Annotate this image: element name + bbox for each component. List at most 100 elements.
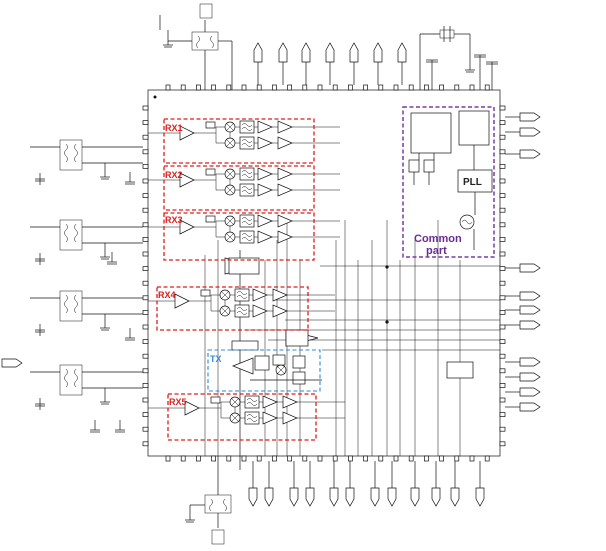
common-part-region [402,106,495,258]
register-block [410,112,452,154]
connector-arrow [475,487,485,507]
common-part-blocks [408,110,493,250]
bottom-pin [226,455,232,462]
bottom-pin [241,455,247,462]
bottom-pin [363,455,368,462]
left-pin [142,353,149,359]
bottom-pin [196,455,201,462]
common-part-label-line1: Common [414,233,462,245]
top-pin [180,84,186,91]
connector-arrow [519,291,541,301]
right-logic-blocks [224,257,474,379]
connector-arrow [253,42,263,63]
right-pin [499,426,506,432]
top-pin [302,84,308,91]
tx-label: TX [210,354,222,364]
connector-arrow [519,127,541,137]
bottom-pin [256,455,262,462]
rx4-label: RX4 [158,290,176,300]
right-pin [499,134,506,140]
left-pin [142,134,149,140]
top-pin [196,84,201,91]
filter-icon [239,214,255,228]
filter-icon [239,120,255,134]
pll-label: PLL [463,177,482,188]
connector-arrow [1,358,23,368]
top-pin [484,84,490,91]
control-block [205,121,216,129]
left-pin [142,105,149,111]
rx3-region [163,212,315,261]
right-pin [499,412,506,417]
top-pin [165,84,171,91]
connector-arrow [431,487,441,507]
transformer-coil [59,364,83,396]
connector-arrow [329,487,339,507]
left-pin [142,412,149,417]
control-block [205,168,216,176]
connector-arrow [278,42,288,63]
left-pin [142,339,149,344]
connector-arrow [387,487,397,507]
connector-arrow [305,487,315,507]
connector-arrow [450,487,460,507]
bottom-pin [439,455,444,462]
top-connectors [253,42,407,85]
control-block [200,289,211,297]
top-pin [439,84,444,91]
rx1-region [163,118,315,164]
top-pin [424,84,429,91]
rx2-label: RX2 [165,170,183,180]
left-pin [142,237,149,242]
left-pin [142,149,149,155]
bottom-pin [378,455,384,462]
right-pin [499,339,506,344]
left-pin [142,251,149,257]
rx4-region [156,286,309,331]
transformer-coil [59,139,83,171]
left-pin [142,426,149,432]
right-pin [499,178,506,184]
connector-arrow [373,42,383,63]
bottom-pin [317,455,323,462]
right-pin [499,397,506,403]
connector-arrow [519,263,541,273]
amp-detector-block [231,340,259,351]
connector-arrow [410,487,420,507]
top-transformer [159,3,233,90]
crystal-buffer-block [458,110,490,146]
right-pin [499,310,506,315]
top-pin [211,84,216,91]
bottom-pin [348,455,353,462]
right-pins [499,105,506,447]
left-pin [142,324,149,330]
right-pin [499,353,506,359]
bottom-pin [211,455,216,462]
filter-icon [239,136,255,150]
left-pins [142,105,149,447]
left-pin [142,266,149,271]
bottom-connectors [248,461,485,507]
top-pin [408,84,414,91]
rx1-label: RX1 [165,123,183,133]
connector-arrow [519,320,541,330]
right-pin [499,237,506,242]
spi-interface-block [446,361,474,379]
junction-dot [385,320,389,324]
left-pin [142,120,149,125]
top-pin [287,84,292,91]
bottom-pin [393,455,399,462]
connector-arrow [519,112,541,122]
right-pin [499,207,506,213]
tx-blocks [231,340,322,385]
ldo-block-1 [408,159,420,173]
bottom-pins [165,455,490,462]
transformer-coil [59,219,83,251]
connector-arrow [264,487,274,507]
bottom-pin [469,455,475,462]
top-pin [393,84,399,91]
filter-icon [234,288,250,302]
right-pin [499,164,506,169]
rx3-label: RX3 [165,215,183,225]
